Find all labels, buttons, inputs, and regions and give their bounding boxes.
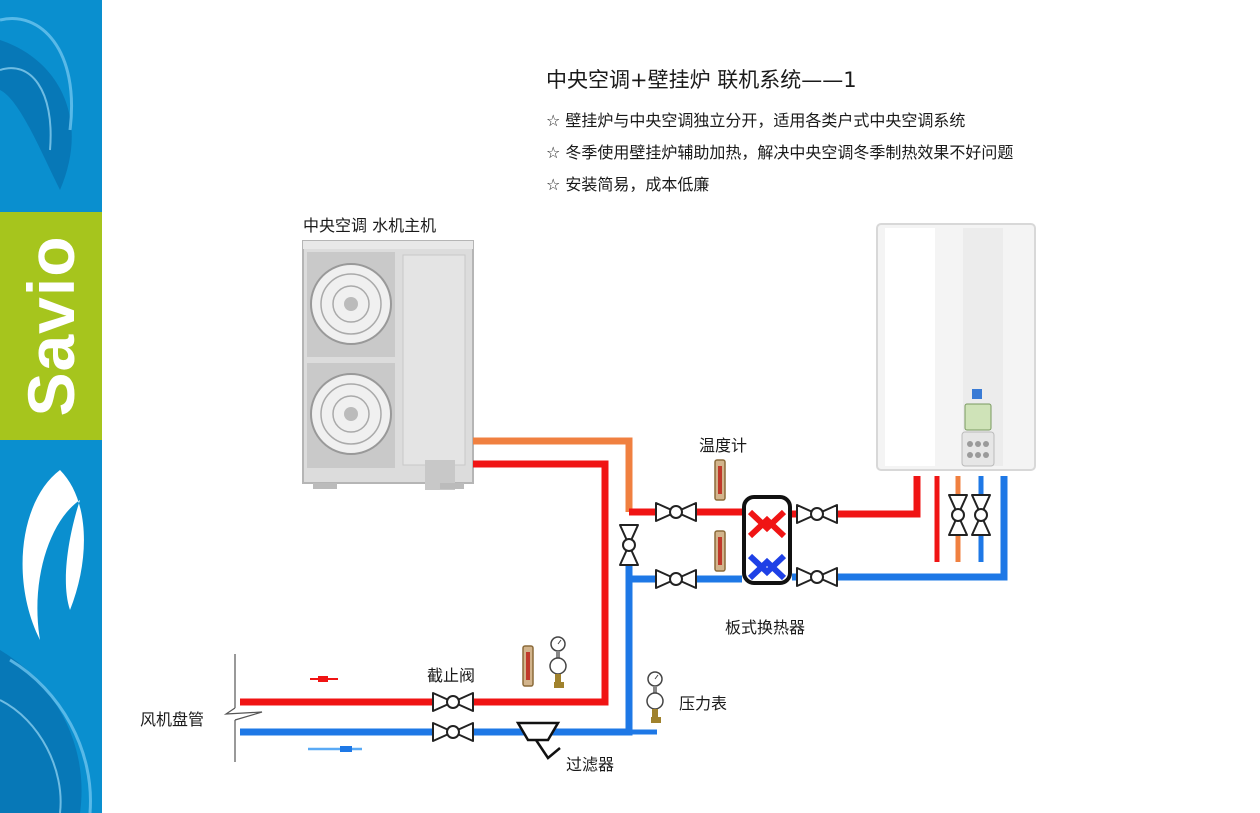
filter xyxy=(515,721,561,760)
valve-boiler-2 xyxy=(971,494,991,536)
thermometer-fan-coil xyxy=(522,645,534,687)
feature-bullet-1: ☆ 壁挂炉与中央空调独立分开，适用各类户式中央空调系统 xyxy=(546,111,966,130)
diagram-title: 中央空调+壁挂炉 联机系统——1 xyxy=(546,68,857,92)
stop-valve-label: 截止阀 xyxy=(427,666,476,685)
feature-bullet-3: ☆ 安装简易，成本低廉 xyxy=(546,175,710,194)
valve-boiler-1 xyxy=(948,494,968,536)
thermometer-label: 温度计 xyxy=(699,436,748,455)
feature-bullet-2: ☆ 冬季使用壁挂炉辅助加热，解决中央空调冬季制热效果不好问题 xyxy=(546,143,1014,162)
thermometer-hot xyxy=(714,459,726,501)
brand-sidebar: Savio xyxy=(0,0,102,813)
logo-band xyxy=(0,212,102,440)
fan-coil-label: 风机盘管 xyxy=(140,710,205,729)
plate-heat-exchanger xyxy=(742,495,792,585)
flow-arrow-hot xyxy=(310,676,338,682)
pressure-gauge-fan-coil xyxy=(549,636,567,689)
valve-hot-outlet xyxy=(796,504,838,524)
pressure-gauge-return xyxy=(646,671,664,724)
valve-bypass xyxy=(619,524,639,566)
plate-exchanger-label: 板式换热器 xyxy=(725,618,806,637)
fan-coil-wall xyxy=(223,654,263,762)
valve-cold-inlet xyxy=(655,569,697,589)
stop-valve-hot xyxy=(432,692,474,712)
filter-label: 过滤器 xyxy=(566,755,615,774)
flow-arrow-cold xyxy=(308,746,362,752)
pipes xyxy=(240,437,1008,736)
thermometer-cold xyxy=(714,530,726,572)
pressure-gauge-label: 压力表 xyxy=(679,694,728,713)
stop-valve-cold xyxy=(432,722,474,742)
chiller-unit xyxy=(302,240,474,490)
valve-hot-inlet xyxy=(655,502,697,522)
wall-hung-boiler xyxy=(876,223,1036,471)
sidebar-wave-decoration xyxy=(0,17,92,813)
chiller-label: 中央空调 水机主机 xyxy=(303,216,437,235)
valve-cold-outlet xyxy=(796,567,838,587)
